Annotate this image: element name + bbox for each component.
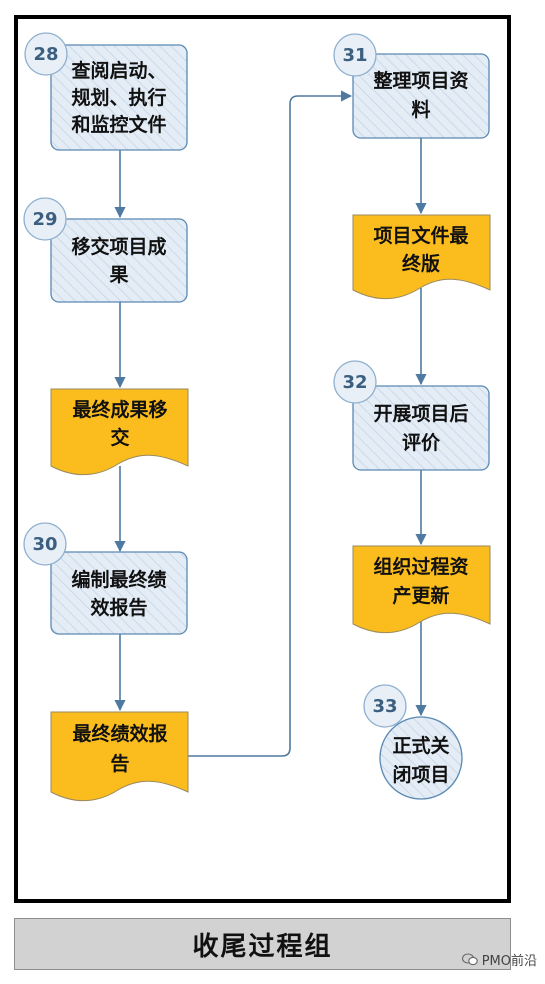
document-3-line-1: 项目文件最 bbox=[373, 224, 469, 247]
process-step-28: 查阅启动、 规划、执行 和监控文件 bbox=[50, 44, 188, 151]
step-28-line-2: 规划、执行 bbox=[71, 86, 166, 109]
step-33-line-2: 闭项目 bbox=[392, 764, 449, 786]
step-31-line-2: 料 bbox=[411, 98, 430, 121]
connectors bbox=[114, 90, 427, 757]
watermark-text: PMO前沿 bbox=[481, 954, 537, 969]
document-final-deliverable-transfer: 最终成果移 交 bbox=[50, 388, 189, 476]
step-32-line-1: 开展项目后 bbox=[373, 403, 468, 425]
step-31-line-1: 整理项目资 bbox=[373, 69, 468, 92]
process-step-32: 开展项目后 评价 bbox=[352, 385, 490, 471]
document-1-line-2: 交 bbox=[110, 426, 129, 449]
step-badge-33: 33 bbox=[363, 684, 407, 728]
process-group-title: 收尾过程组 bbox=[192, 931, 333, 962]
step-32-line-2: 评价 bbox=[402, 432, 441, 454]
process-group-footer: 收尾过程组 bbox=[14, 918, 511, 970]
terminal-step-33: 正式关 闭项目 bbox=[379, 716, 463, 800]
step-28-line-3: 和监控文件 bbox=[71, 113, 166, 136]
wechat-icon bbox=[461, 953, 478, 966]
document-2-line-1: 最终绩效报 bbox=[72, 722, 167, 745]
step-number-28: 28 bbox=[33, 44, 58, 65]
step-number-29: 29 bbox=[32, 209, 57, 230]
process-step-29: 移交项目成 果 bbox=[50, 218, 188, 303]
step-badge-29: 29 bbox=[23, 197, 67, 241]
step-number-30: 30 bbox=[32, 534, 57, 555]
step-30-line-1: 编制最终绩 bbox=[71, 568, 166, 591]
document-3-line-2: 终版 bbox=[402, 252, 440, 275]
step-29-line-1: 移交项目成 bbox=[71, 235, 166, 258]
watermark: PMO前沿 bbox=[461, 950, 537, 969]
step-28-line-1: 查阅启动、 bbox=[70, 59, 166, 82]
document-org-process-assets-update: 组织过程资 产更新 bbox=[352, 545, 491, 634]
step-number-32: 32 bbox=[342, 372, 367, 393]
document-4-line-1: 组织过程资 bbox=[373, 555, 468, 578]
connector-doc2-31 bbox=[188, 90, 353, 757]
step-number-33: 33 bbox=[372, 696, 397, 717]
document-final-performance-report: 最终绩效报 告 bbox=[50, 711, 189, 802]
step-badge-30: 30 bbox=[23, 522, 67, 566]
step-30-line-2: 效报告 bbox=[90, 596, 147, 619]
step-badge-31: 31 bbox=[333, 33, 377, 77]
document-2-line-2: 告 bbox=[110, 752, 129, 775]
document-project-files-final: 项目文件最 终版 bbox=[352, 214, 491, 300]
step-33-line-1: 正式关 bbox=[392, 734, 449, 757]
step-badge-32: 32 bbox=[333, 360, 377, 404]
process-step-30: 编制最终绩 效报告 bbox=[50, 551, 188, 635]
step-29-line-2: 果 bbox=[108, 264, 128, 286]
document-4-line-2: 产更新 bbox=[392, 584, 449, 607]
document-1-line-1: 最终成果移 bbox=[72, 398, 167, 421]
diagram-frame bbox=[14, 15, 511, 903]
process-step-31: 整理项目资 料 bbox=[352, 53, 490, 139]
step-badge-28: 28 bbox=[24, 32, 68, 76]
step-number-31: 31 bbox=[342, 45, 367, 66]
